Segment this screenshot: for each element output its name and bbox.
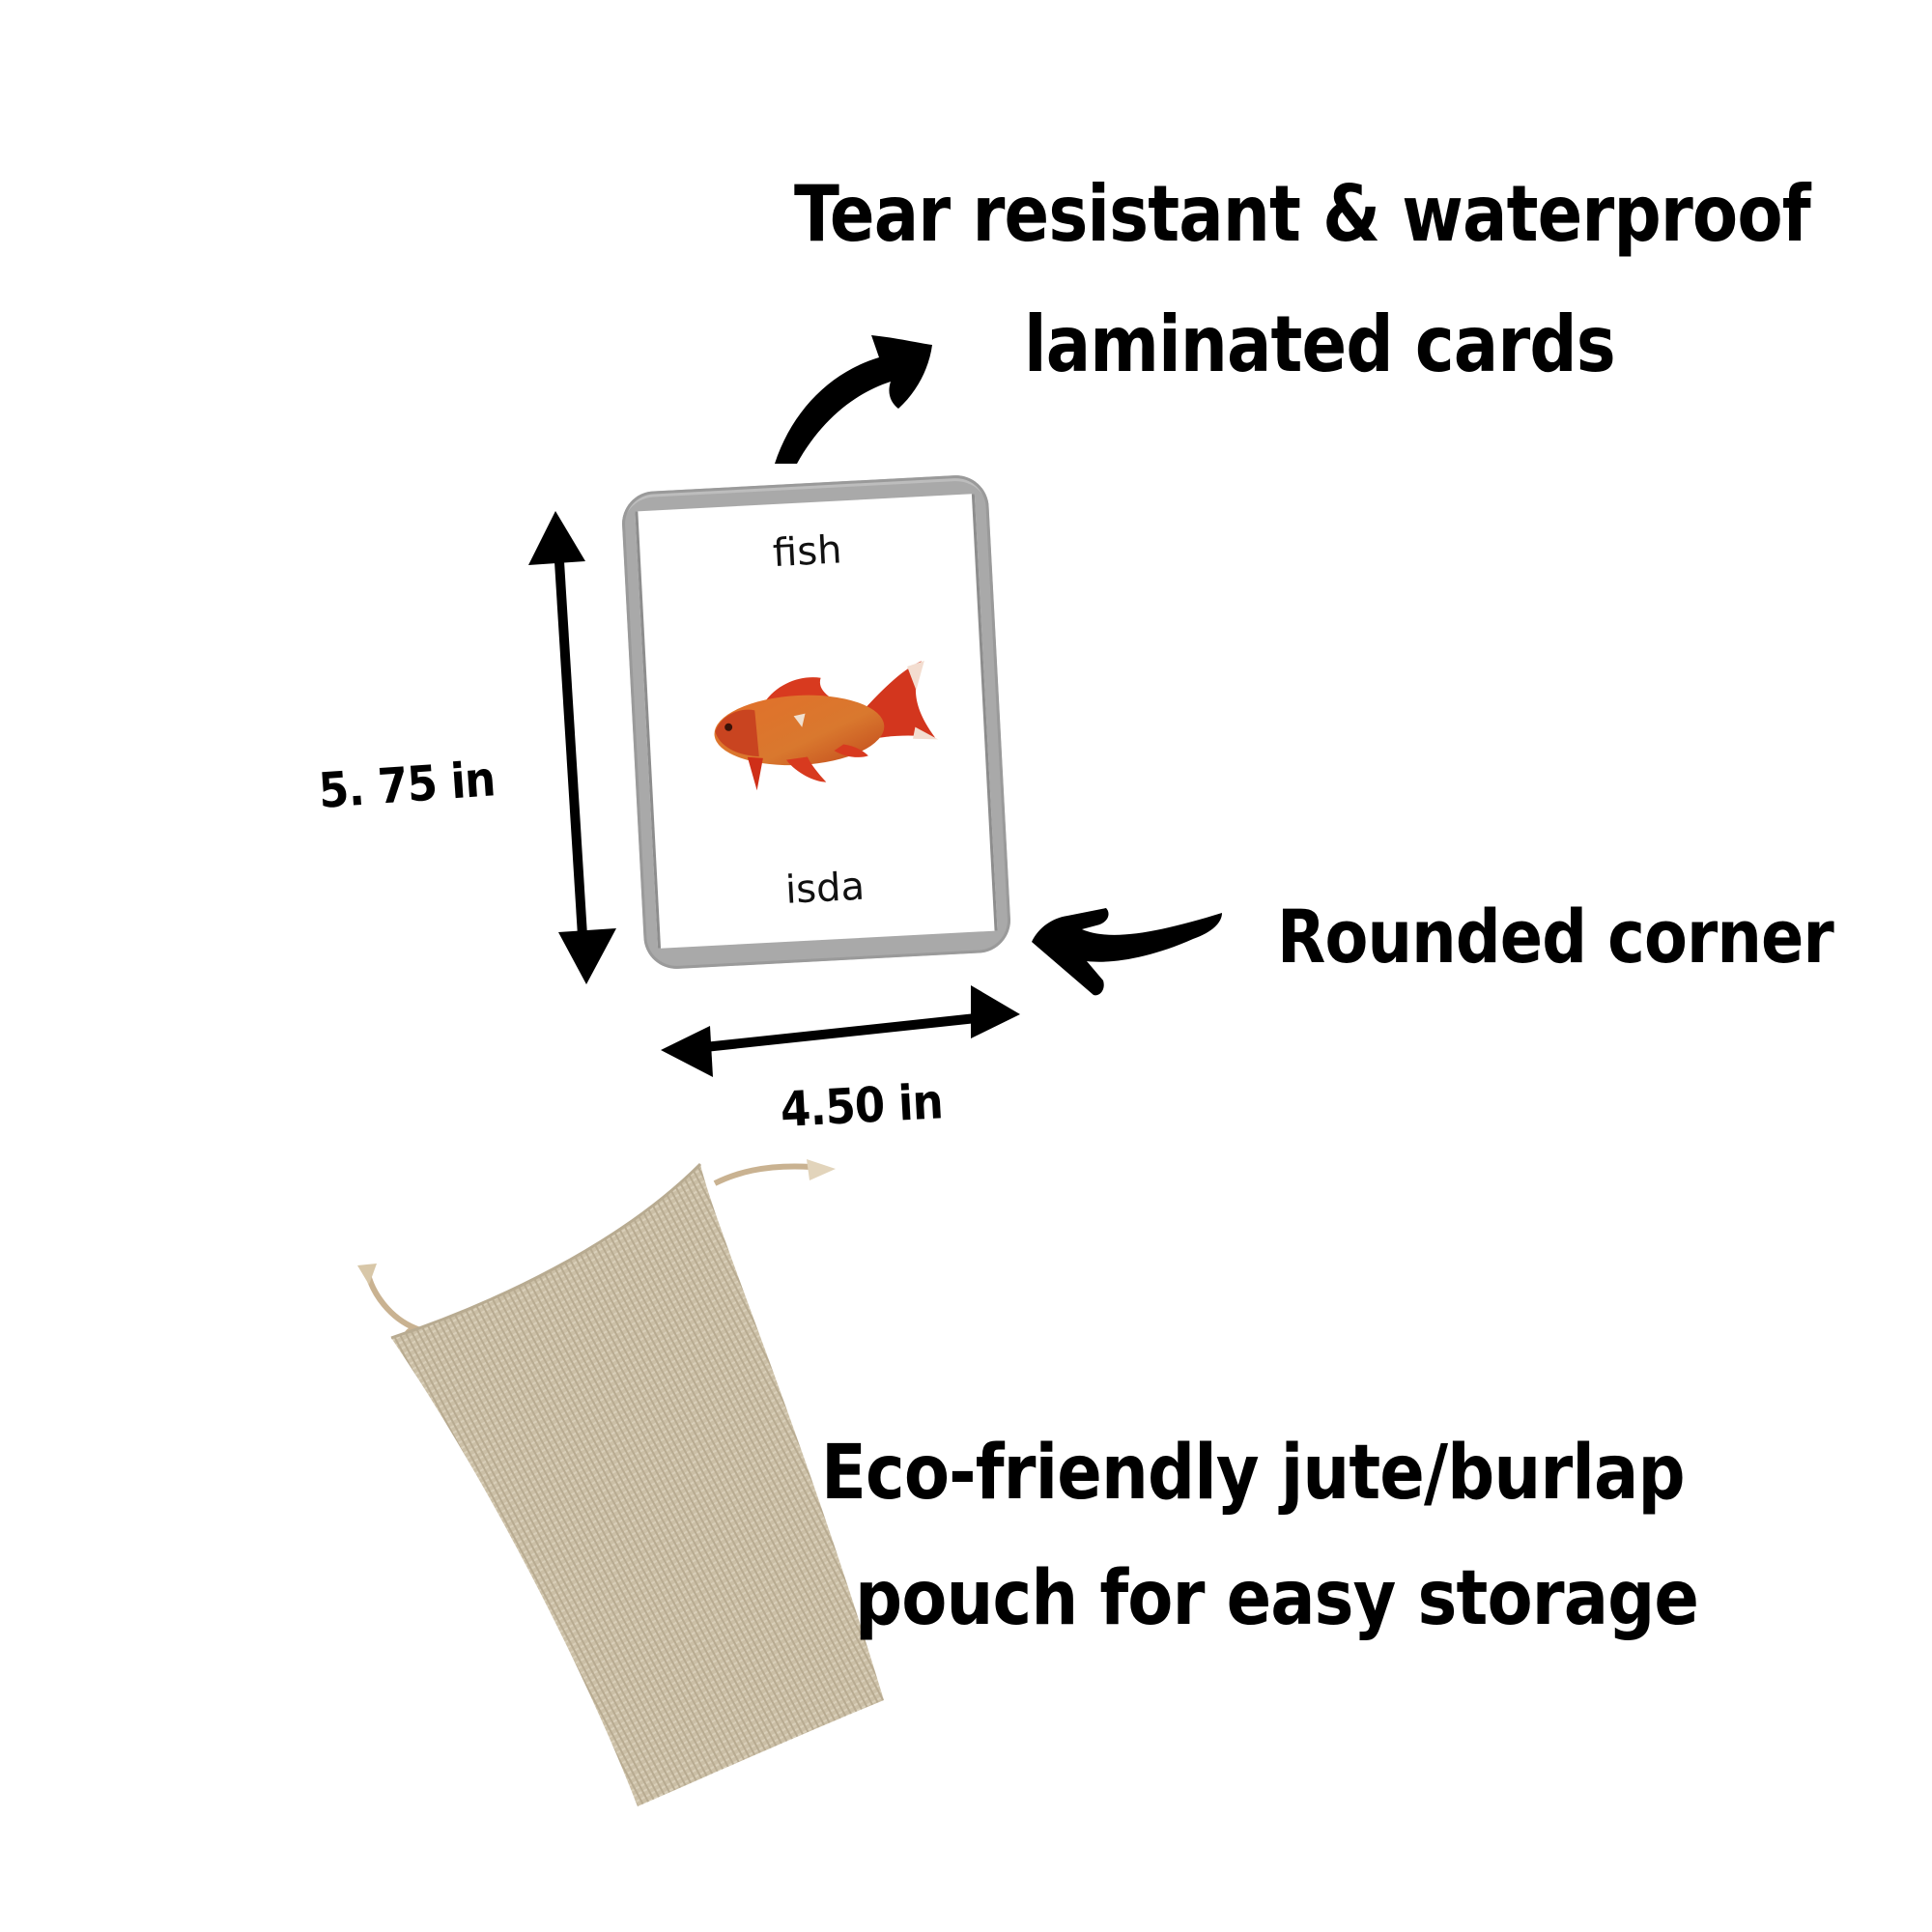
height-label: 5. 75 in — [316, 751, 497, 819]
double-arrow-vertical-icon — [528, 511, 616, 984]
width-label: 4.50 in — [779, 1073, 945, 1138]
jute-pouch-image — [357, 1159, 884, 1806]
card-word-english: fish — [771, 527, 843, 577]
flashcard: fish isda — [620, 473, 1012, 971]
headline-line-1: Tear resistant & waterproof — [794, 169, 1811, 259]
flashcard-face: fish isda — [635, 494, 998, 949]
card-word-translation: isda — [783, 864, 867, 913]
goldfish-icon — [714, 661, 939, 791]
pouch-line-2: pouch for easy storage — [855, 1555, 1699, 1642]
rounded-corner-label: Rounded corner — [1277, 894, 1834, 980]
double-arrow-horizontal-icon — [661, 985, 1020, 1077]
pouch-line-1: Eco-friendly jute/burlap — [821, 1430, 1686, 1517]
curved-arrow-left-icon — [1032, 908, 1222, 996]
headline-line-2: laminated cards — [1024, 299, 1616, 389]
curved-arrow-up-right-icon — [775, 335, 932, 464]
